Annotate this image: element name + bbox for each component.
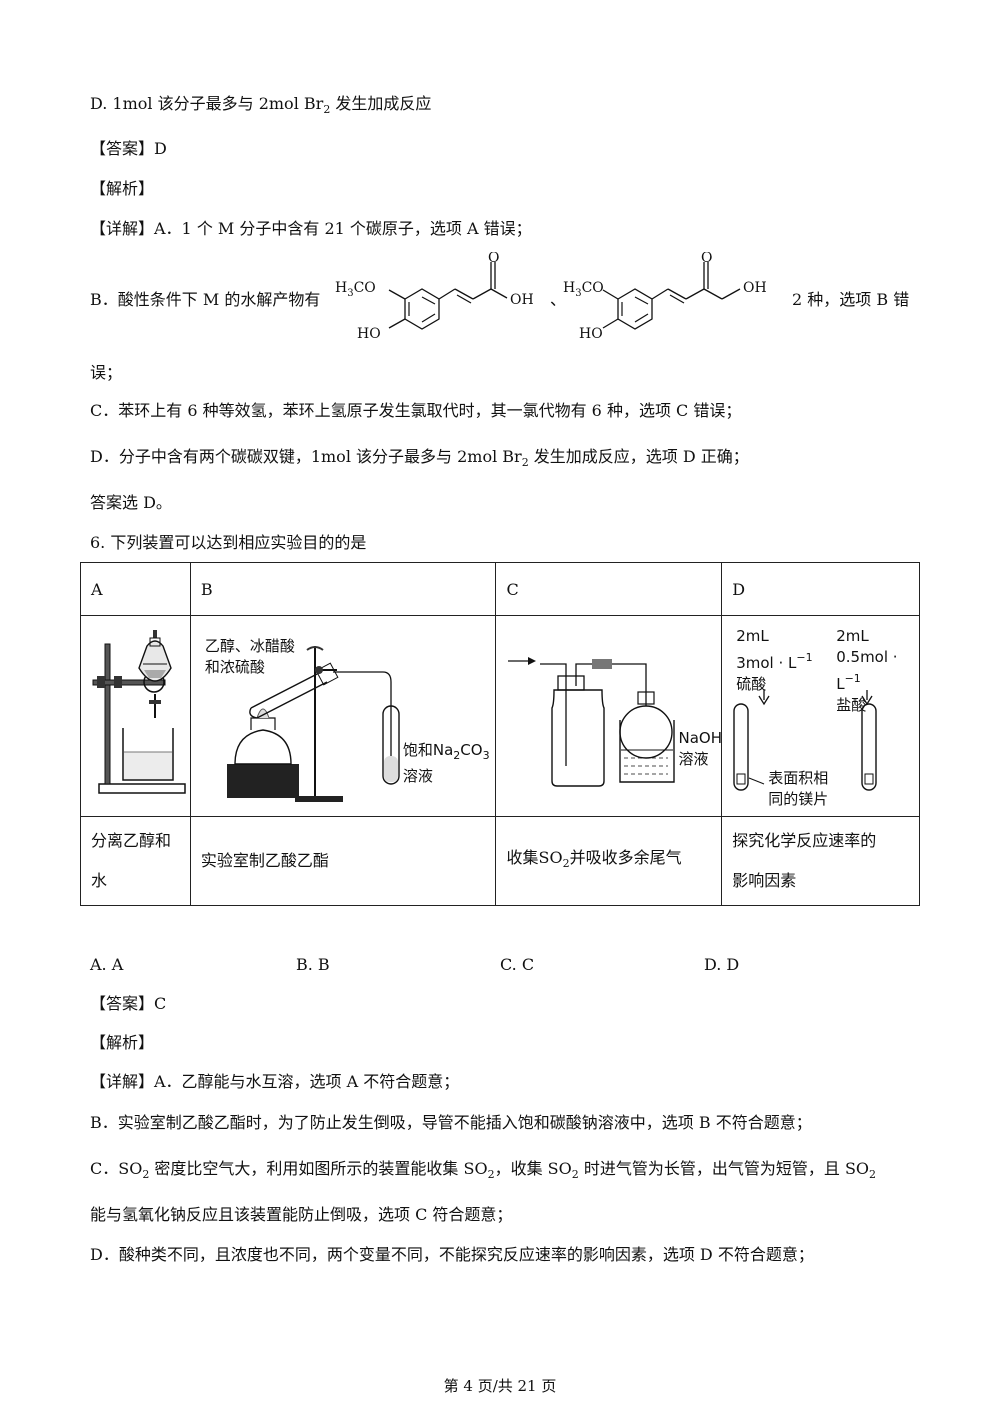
experiment-table: A B C D	[80, 562, 920, 906]
detail-1b-separator: 、	[550, 290, 567, 309]
detail-1b-post: 2 种，选项 B 错	[792, 290, 910, 309]
analysis-1: 【解析】	[90, 179, 155, 198]
conclusion-1: 答案选 D。	[90, 493, 172, 512]
mol1-methoxy-label: H3CO	[335, 280, 376, 299]
analysis-6: 【解析】	[90, 1033, 155, 1052]
purpose-c: 收集SO2并吸收多余尾气	[495, 816, 723, 906]
option-d-text: D. 1mol 该分子最多与 2mol Br2 发生加成反应	[90, 94, 432, 116]
detail-6d: D．酸种类不同，且浓度也不同，两个变量不同，不能探究反应速率的影响因素，选项 D…	[90, 1245, 814, 1264]
detail-6a: 【详解】A．乙醇能与水互溶，选项 A 不符合题意；	[90, 1072, 460, 1091]
mol2-oh-label: OH	[743, 280, 767, 296]
hydrolysis-product-2-structure: H3CO HO O OH	[563, 252, 793, 347]
detail-1a: 【详解】A．1 个 M 分子中含有 21 个碳原子，选项 A 错误；	[90, 219, 532, 238]
ethyl-acetate-apparatus	[226, 646, 400, 802]
choice-a: A. A	[90, 955, 124, 974]
separatory-funnel-apparatus	[92, 630, 186, 794]
choice-d: D. D	[704, 955, 740, 974]
detail-6b: B．实验室制乙酸乙酯时，为了防止发生倒吸，导管不能插入饱和碳酸钠溶液中，选项 B…	[90, 1113, 812, 1132]
header-b: B	[189, 562, 497, 616]
reaction-rate-apparatus	[733, 690, 877, 791]
mol1-carbonyl-o-label: O	[488, 252, 499, 266]
answer-1: 【答案】D	[90, 139, 167, 158]
choice-c: C. C	[500, 955, 535, 974]
detail-1b-pre: B．酸性条件下 M 的水解产物有	[90, 290, 321, 309]
question-6-stem: 6. 下列装置可以达到相应实验目的的是	[90, 533, 367, 552]
mol2-hydroxy-label: HO	[579, 326, 603, 342]
header-d: D	[721, 562, 920, 616]
detail-6c-cont: 能与氢氧化钠反应且该装置能防止倒吸，选项 C 符合题意；	[90, 1205, 513, 1224]
d-magnesium-label: 表面积相同的镁片	[768, 769, 829, 808]
detail-1b-cont: 误；	[90, 363, 123, 382]
gas-collection-apparatus	[508, 657, 676, 787]
hydrolysis-product-1-structure: H3CO HO O OH	[335, 252, 550, 347]
b-reagents-label: 乙醇、冰醋酸和浓硫酸	[204, 637, 295, 676]
detail-1d: D．分子中含有两个碳碳双键，1mol 该分子最多与 2mol Br2 发生加成反…	[90, 447, 749, 469]
purpose-d: 探究化学反应速率的影响因素	[721, 816, 920, 906]
answer-6: 【答案】C	[90, 994, 167, 1013]
purpose-b: 实验室制乙酸乙酯	[189, 816, 497, 906]
purpose-a: 分离乙醇和水	[80, 816, 191, 906]
page-footer: 第 4 页/共 21 页	[443, 1377, 557, 1395]
apparatus-a-cell	[80, 615, 191, 817]
mol1-acid-oh-label: OH	[510, 292, 534, 308]
mol1-hydroxy-label: HO	[357, 326, 381, 342]
choice-b: B. B	[296, 955, 330, 974]
header-c: C	[495, 562, 723, 616]
detail-1c: C．苯环上有 6 种等效氢，苯环上氢原子发生氯取代时，其一氯代物有 6 种，选项…	[90, 401, 742, 420]
mol2-carbonyl-o-label: O	[701, 252, 712, 266]
detail-6c: C．SO2 密度比空气大，利用如图所示的装置能收集 SO2，收集 SO2 时进气…	[90, 1159, 877, 1181]
mol2-methoxy-label: H3CO	[563, 280, 604, 299]
header-a: A	[80, 562, 191, 616]
